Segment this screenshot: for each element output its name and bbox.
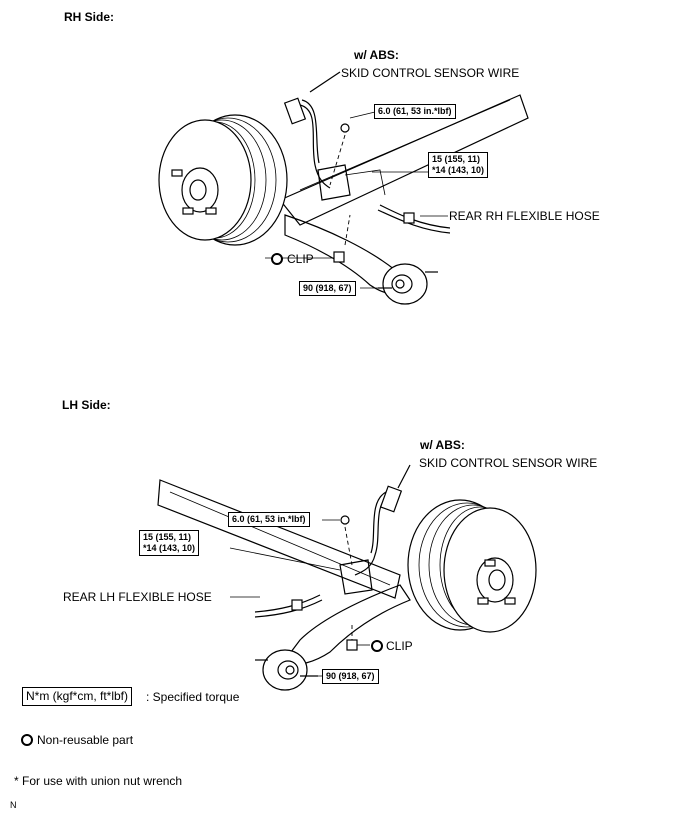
rh-bolt-torque-box: 6.0 (61, 53 in.*lbf)	[374, 104, 456, 119]
lh-assembly-drawing	[157, 464, 537, 691]
lh-clip-part	[346, 639, 358, 651]
rh-union-torque-alt: *14 (143, 10)	[432, 165, 485, 175]
rh-union-torque: 15 (155, 11)	[432, 154, 481, 164]
lh-brake-drum	[407, 499, 537, 633]
lh-abs-title: w/ ABS:	[420, 438, 465, 452]
rh-clip-part	[333, 251, 345, 263]
rh-nonreusable-icon	[271, 253, 283, 265]
lh-hose-label: REAR LH FLEXIBLE HOSE	[63, 590, 212, 604]
lh-axle-torque-box: 90 (918, 67)	[322, 669, 379, 684]
lh-axle-bushing	[262, 649, 308, 691]
rh-brake-drum	[158, 114, 288, 246]
lh-sensor-wire-label: SKID CONTROL SENSOR WIRE	[419, 456, 598, 470]
rh-clip-label: CLIP	[287, 252, 314, 266]
lh-bolt-torque-box: 6.0 (61, 53 in.*lbf)	[228, 512, 310, 527]
rh-heading: RH Side:	[64, 10, 115, 24]
legend-footnote: * For use with union nut wrench	[14, 774, 183, 788]
lh-axle-beam	[157, 479, 401, 599]
lh-union-torque-box: 15 (155, 11) *14 (143, 10)	[139, 530, 200, 556]
rh-union-torque-box: 15 (155, 11) *14 (143, 10)	[428, 152, 489, 178]
rh-axle-torque: 90 (918, 67)	[303, 283, 352, 293]
rh-sensor-wire-label: SKID CONTROL SENSOR WIRE	[341, 66, 520, 80]
legend-torque-units: N*m (kgf*cm, ft*lbf)	[22, 687, 133, 706]
corner-mark: N	[10, 800, 17, 810]
rh-hose-label: REAR RH FLEXIBLE HOSE	[449, 209, 600, 223]
legend-nonreusable-label: Non-reusable part	[37, 733, 134, 747]
rh-bolt-torque: 6.0 (61, 53 in.*lbf)	[378, 106, 452, 116]
rh-axle-torque-box: 90 (918, 67)	[299, 281, 356, 296]
lh-union-leader	[229, 547, 341, 571]
rh-assembly-drawing	[158, 71, 529, 305]
lh-bolt-torque: 6.0 (61, 53 in.*lbf)	[232, 514, 306, 524]
lh-flexible-hose	[254, 594, 321, 613]
rh-sensor-wire	[299, 104, 331, 189]
lh-clip-label: CLIP	[386, 639, 413, 653]
rh-abs-title: w/ ABS:	[354, 48, 399, 62]
rh-flexible-hose	[379, 204, 451, 229]
lh-nonreusable-icon	[371, 640, 383, 652]
rh-bolt-leader	[349, 111, 376, 119]
lh-axle-torque: 90 (918, 67)	[326, 671, 375, 681]
lh-union-torque-alt: *14 (143, 10)	[143, 543, 196, 553]
rh-axle-bushing	[382, 263, 428, 305]
legend-torque-desc: : Specified torque	[146, 690, 240, 704]
lh-heading: LH Side:	[62, 398, 111, 412]
legend-nonreusable-icon	[21, 734, 33, 746]
lh-union-torque: 15 (155, 11)	[143, 532, 192, 542]
